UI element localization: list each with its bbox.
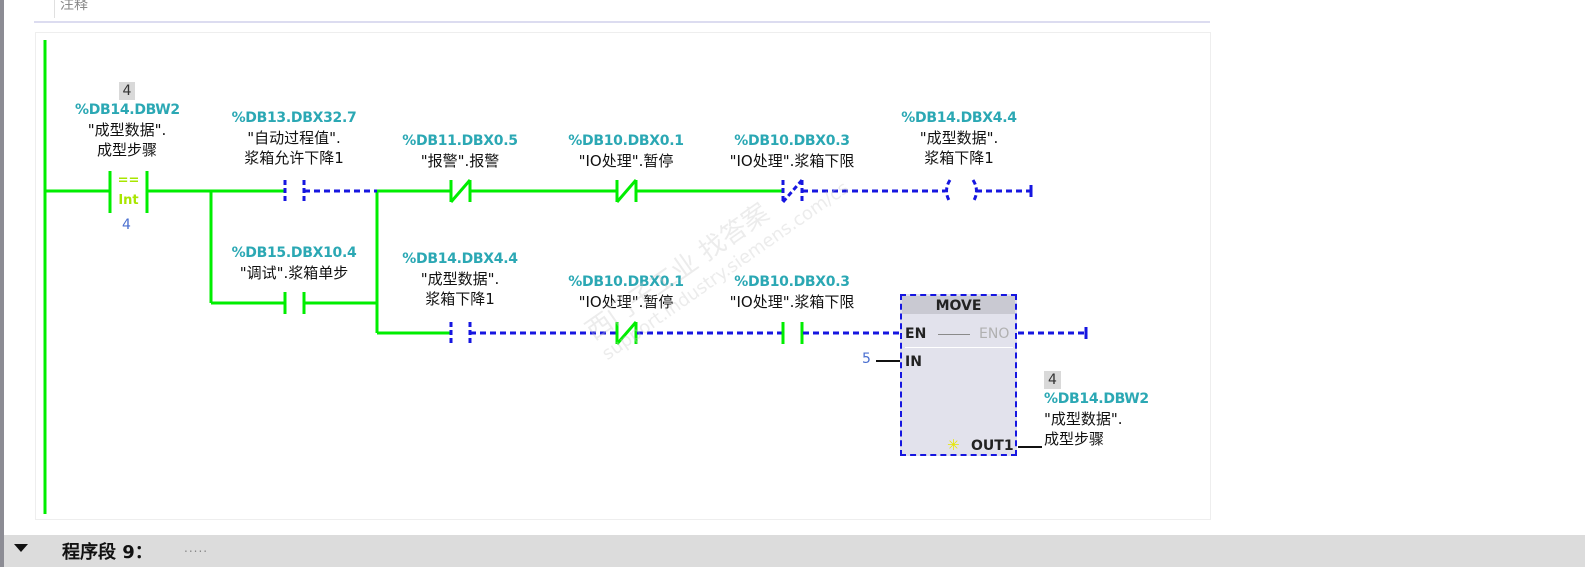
contact-c6[interactable] [449,322,616,344]
compare-live-value: 4 [118,82,136,100]
contact-name: 浆箱下降1 [425,290,495,308]
contact-c4[interactable] [781,179,945,203]
move-out-pin: OUT1 [971,438,1014,454]
compare-name-2: 成型步骤 [96,141,157,159]
contact-address: %DB13.DBX32.7 [231,110,357,126]
move-title: MOVE [902,296,1015,314]
contact-c5[interactable] [283,292,306,314]
contact-c1[interactable] [283,180,377,202]
contact-c8-labels: %DB10.DBX0.3 "IO处理".浆箱下限 [717,272,867,312]
move-out-address: %DB14.DBW2 [1044,391,1149,407]
contact-address: %DB14.DBX4.4 [402,251,518,267]
contact-c3[interactable] [615,179,638,203]
move-out-name: 成型步骤 [1044,430,1105,448]
compare-operator-symbol: == [117,173,140,188]
move-eno-pin: ENO [979,326,1010,342]
contact-address: %DB15.DBX10.4 [231,245,357,261]
en-eno-line [938,334,970,335]
coil-address: %DB14.DBX4.4 [901,110,1017,126]
powered-wires [45,189,782,335]
comment-divider [54,0,55,18]
contact-address: %DB10.DBX0.3 [734,133,850,149]
contact-name: 浆箱允许下降1 [244,149,344,167]
move-in-pin: IN [905,354,922,370]
contact-c5-labels: %DB15.DBX10.4 "调试".浆箱单步 [224,243,364,283]
move-en-pin: EN [905,326,927,342]
collapse-triangle-icon[interactable] [14,544,28,552]
contact-c8[interactable] [781,322,804,344]
eno-wire [1018,327,1088,339]
new-output-star-icon: ✳ [947,436,960,454]
coil-name: "成型数据". [919,129,999,147]
compare-operand2: 4 [122,217,131,233]
contact-c2[interactable] [449,179,472,203]
compare-type: Int [118,193,139,208]
network-comment-row[interactable]: 注释 [34,0,1210,23]
contact-c7-labels: %DB10.DBX0.1 "IO处理".暂停 [561,272,691,312]
contact-name: "自动过程值". [247,129,341,147]
coil-output[interactable] [945,179,1033,203]
compare-labels: 4 %DB14.DBW2 "成型数据". 成型步骤 [75,80,180,160]
window-left-border [0,0,4,567]
contact-c1-labels: %DB13.DBX32.7 "自动过程值". 浆箱允许下降1 [224,108,364,168]
contact-name: "IO处理".暂停 [578,293,674,311]
contact-c7[interactable] [615,321,638,345]
contact-name: "报警".报警 [420,152,500,170]
contact-c6-labels: %DB14.DBX4.4 "成型数据". 浆箱下降1 [395,249,525,309]
compare-name-1: "成型数据". [87,121,167,139]
contact-name: "IO处理".浆箱下限 [729,152,855,170]
move-out-name: "成型数据". [1044,410,1123,428]
compare-contact[interactable] [108,171,149,213]
comment-label: 注释 [60,0,88,13]
contact-address: %DB10.DBX0.3 [734,274,850,290]
move-in-value[interactable]: 5 [862,351,871,367]
move-block[interactable]: MOVE EN ENO IN ✳ OUT1 [900,294,1017,456]
move-out-live-value: 4 [1044,371,1061,389]
compare-address: %DB14.DBW2 [75,102,180,118]
pin-separator [905,347,1013,348]
contact-c3-labels: %DB10.DBX0.1 "IO处理".暂停 [561,131,691,171]
contact-name: "成型数据". [420,270,500,288]
coil-labels: %DB14.DBX4.4 "成型数据". 浆箱下降1 [894,108,1024,168]
network-title: 程序段 9： [62,542,153,563]
contact-address: %DB10.DBX0.1 [568,133,684,149]
contact-address: %DB10.DBX0.1 [568,274,684,290]
compare-operator: == Int [110,171,147,211]
contact-c2-labels: %DB11.DBX0.5 "报警".报警 [395,131,525,171]
coil-name: 浆箱下降1 [924,149,994,167]
contact-name: "调试".浆箱单步 [239,264,349,282]
contact-name: "IO处理".浆箱下限 [729,293,855,311]
contact-c4-labels: %DB10.DBX0.3 "IO处理".浆箱下限 [717,131,867,171]
contact-address: %DB11.DBX0.5 [402,133,518,149]
network-comment[interactable]: ..... [184,541,209,555]
contact-name: "IO处理".暂停 [578,152,674,170]
move-out-labels: 4 %DB14.DBW2 "成型数据". 成型步骤 [1044,369,1149,449]
next-network-header[interactable]: 程序段 9： ..... [4,535,1585,567]
